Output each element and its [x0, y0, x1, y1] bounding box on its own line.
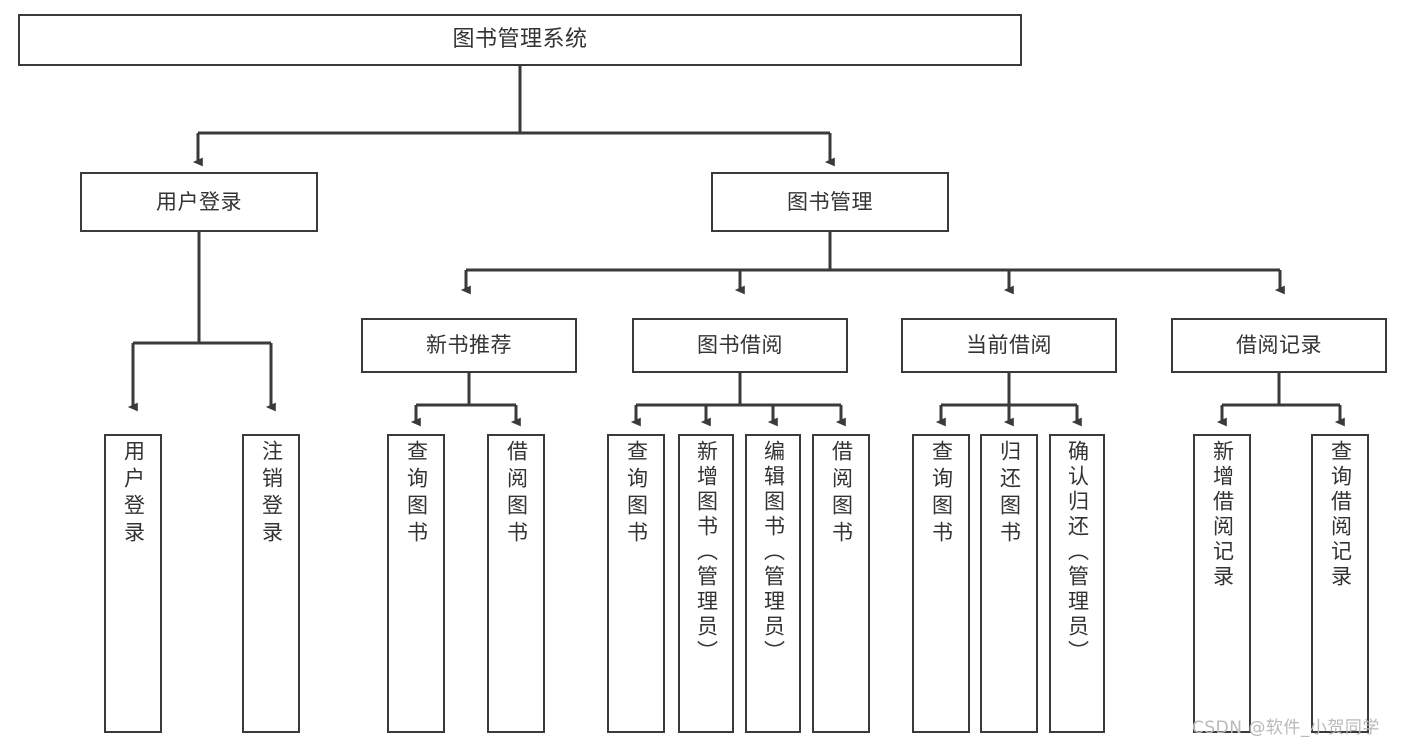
- node-leaf-query-record-label: 查询借阅记录: [1328, 440, 1353, 590]
- node-leaf-edit-book-label: 编辑图书（管理员）: [761, 440, 786, 665]
- node-leaf-borrow-book-2-label: 借阅图书: [829, 440, 854, 548]
- node-book-borrow-label: 图书借阅: [697, 333, 783, 358]
- node-new-book-rec-label: 新书推荐: [426, 333, 512, 358]
- node-leaf-query-book-2-label: 查询图书: [624, 440, 649, 548]
- node-leaf-logout[interactable]: 注销登录: [242, 434, 300, 733]
- node-root-system-label: 图书管理系统: [452, 27, 588, 53]
- node-leaf-confirm-return-label: 确认归还（管理员）: [1065, 440, 1090, 665]
- node-leaf-add-record[interactable]: 新增借阅记录: [1193, 434, 1251, 733]
- node-root-system[interactable]: 图书管理系统: [18, 14, 1022, 66]
- node-new-book-rec[interactable]: 新书推荐: [361, 318, 577, 373]
- node-leaf-add-book[interactable]: 新增图书（管理员）: [678, 434, 734, 733]
- node-leaf-query-record[interactable]: 查询借阅记录: [1311, 434, 1369, 733]
- node-current-borrow[interactable]: 当前借阅: [901, 318, 1117, 373]
- node-leaf-edit-book[interactable]: 编辑图书（管理员）: [745, 434, 801, 733]
- node-leaf-return-book[interactable]: 归还图书: [980, 434, 1038, 733]
- node-user-login-label: 用户登录: [156, 189, 242, 214]
- node-current-borrow-label: 当前借阅: [966, 333, 1052, 358]
- node-leaf-logout-label: 注销登录: [259, 440, 284, 548]
- node-leaf-query-book-3-label: 查询图书: [929, 440, 954, 548]
- node-leaf-query-book-3[interactable]: 查询图书: [912, 434, 970, 733]
- node-borrow-record[interactable]: 借阅记录: [1171, 318, 1387, 373]
- node-user-login[interactable]: 用户登录: [80, 172, 318, 232]
- node-leaf-borrow-book-1-label: 借阅图书: [504, 440, 529, 548]
- node-leaf-user-login-label: 用户登录: [121, 440, 146, 548]
- node-leaf-query-book-1[interactable]: 查询图书: [387, 434, 445, 733]
- node-book-manage-label: 图书管理: [787, 189, 873, 214]
- node-leaf-user-login[interactable]: 用户登录: [104, 434, 162, 733]
- node-leaf-borrow-book-2[interactable]: 借阅图书: [812, 434, 870, 733]
- watermark-text: CSDN @软件_小贺同学: [1192, 718, 1380, 738]
- node-borrow-record-label: 借阅记录: [1236, 333, 1322, 358]
- node-leaf-return-book-label: 归还图书: [997, 440, 1022, 548]
- node-leaf-query-book-1-label: 查询图书: [404, 440, 429, 548]
- node-leaf-borrow-book-1[interactable]: 借阅图书: [487, 434, 545, 733]
- node-leaf-add-record-label: 新增借阅记录: [1210, 440, 1235, 590]
- node-leaf-query-book-2[interactable]: 查询图书: [607, 434, 665, 733]
- node-book-borrow[interactable]: 图书借阅: [632, 318, 848, 373]
- node-leaf-add-book-label: 新增图书（管理员）: [694, 440, 719, 665]
- node-book-manage[interactable]: 图书管理: [711, 172, 949, 232]
- node-leaf-confirm-return[interactable]: 确认归还（管理员）: [1049, 434, 1105, 733]
